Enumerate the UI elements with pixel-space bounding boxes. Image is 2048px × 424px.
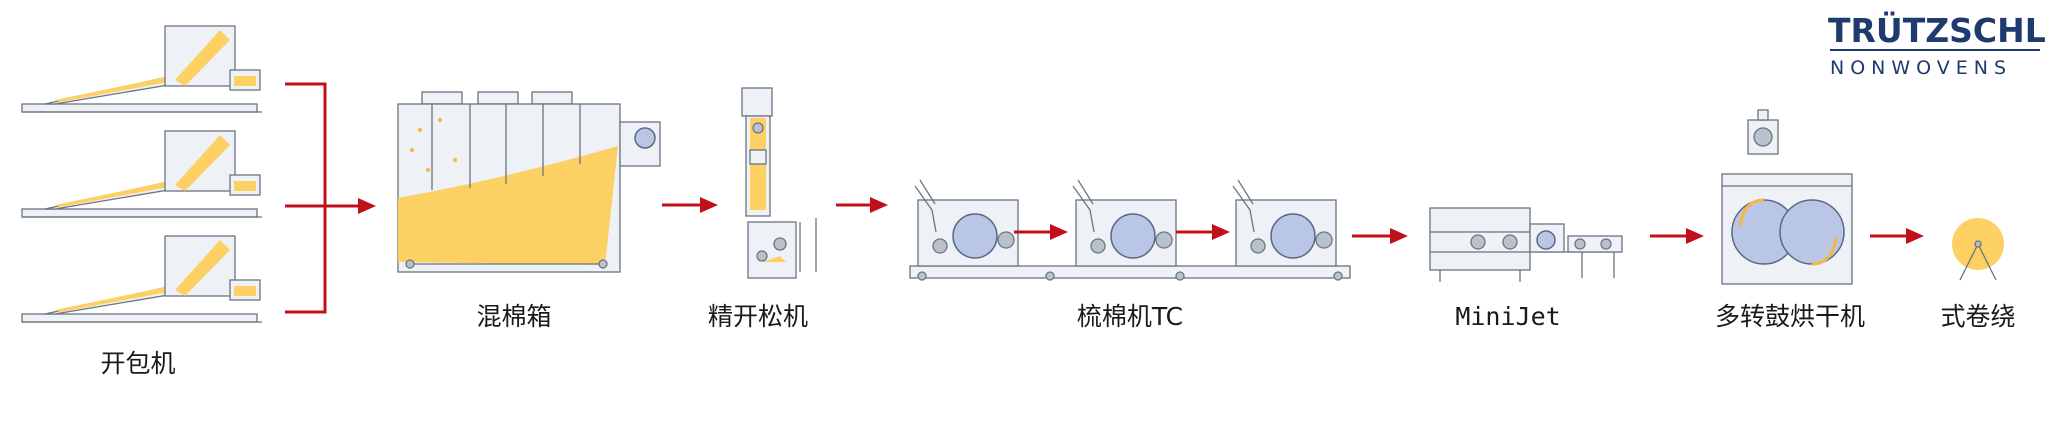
stage-label-fine-opener: 精开松机 [708, 302, 808, 331]
carding-unit-2 [1072, 179, 1177, 267]
merge-connector [285, 82, 376, 314]
flow-arrow-3 [1352, 228, 1408, 244]
brand-logo: TRÜTZSCHLER NONWOVENS [1828, 10, 2048, 79]
flow-arrow-card-2 [1176, 224, 1230, 240]
flow-arrow-2 [836, 197, 888, 213]
carding-machine [909, 179, 1351, 281]
bale-opener-unit-2 [21, 130, 262, 218]
stage-label-bale-opener: 开包机 [100, 349, 175, 378]
logo-title: TRÜTZSCHLER [1828, 10, 2048, 50]
carding-unit-1 [914, 179, 1019, 267]
bale-opener-unit-3 [21, 235, 262, 323]
carding-unit-3 [1232, 179, 1337, 267]
stage-label-carding: 梳棉机TC [1077, 302, 1183, 331]
flow-arrow-1 [662, 197, 718, 213]
mixing-bin-machine [397, 91, 661, 273]
fine-opener-machine [741, 87, 817, 279]
winder-machine [1952, 218, 2004, 281]
stage-label-drum-dryer: 多转鼓烘干机 [1715, 302, 1865, 331]
bale-opener-unit-1 [21, 25, 262, 113]
stage-label-mixing-bin: 混棉箱 [476, 302, 551, 331]
bale-opener-machine [21, 25, 262, 323]
flow-arrow-5 [1870, 228, 1924, 244]
flow-arrow-card-1 [1014, 224, 1068, 240]
logo-subtitle: NONWOVENS [1830, 57, 2012, 79]
stage-label-winder: 式卷绕 [1940, 302, 2015, 331]
stage-label-minijet: MiniJet [1455, 302, 1560, 331]
minijet-machine [1429, 207, 1623, 282]
flow-arrow-4 [1650, 228, 1704, 244]
multi-drum-dryer-machine [1721, 109, 1853, 285]
